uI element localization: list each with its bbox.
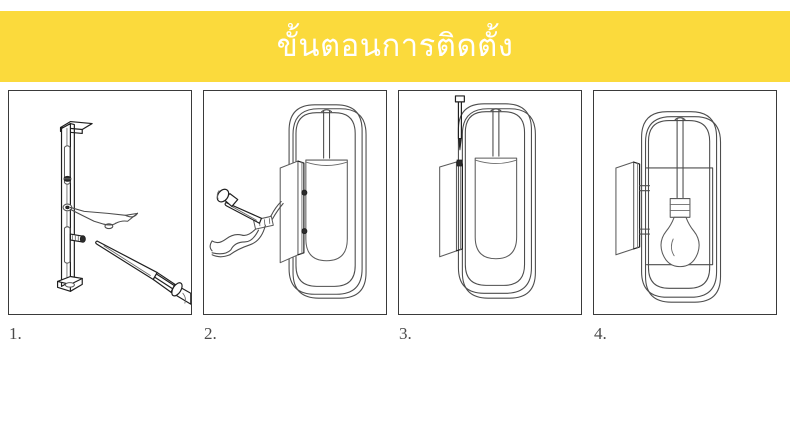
page-title: ขั้นตอนการติดตั้ง	[276, 28, 514, 64]
step-1: 1.	[8, 90, 194, 342]
completed-sconce-with-bulb-icon	[615, 111, 722, 303]
step-2-image-frame	[203, 90, 387, 315]
header-banner: ขั้นตอนการติดตั้ง	[0, 11, 790, 82]
step-4-label: 4.	[594, 324, 607, 343]
step-1-image-frame	[8, 90, 192, 315]
step-3-label: 3.	[399, 324, 412, 343]
step-4: 4.	[593, 90, 779, 342]
step-1-label: 1.	[9, 324, 22, 343]
step-2-label: 2.	[204, 324, 217, 343]
mounting-bracket-with-screwdriver-icon	[56, 120, 191, 305]
step-3: 3.	[398, 90, 584, 342]
step-3-image-frame	[398, 90, 582, 315]
step-2: 2.	[203, 90, 389, 342]
step-4-image-frame	[593, 90, 777, 315]
installation-steps-row: 1.	[8, 90, 782, 342]
lamp-body-secured-to-bracket-icon	[439, 95, 536, 299]
lamp-body-wiring-with-screwdriver-icon	[209, 104, 367, 299]
